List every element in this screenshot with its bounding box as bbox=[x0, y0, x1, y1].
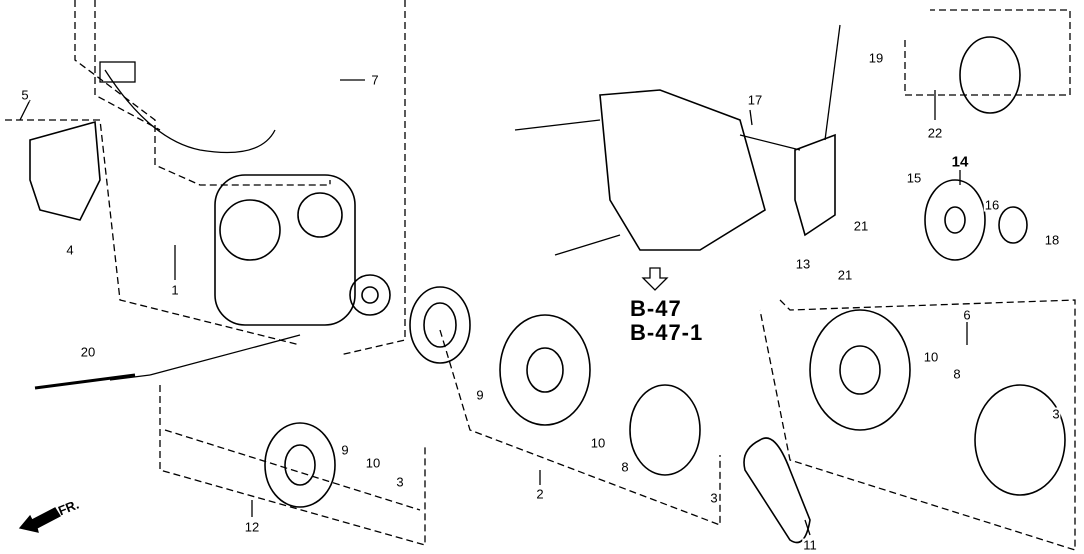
callout-8: 8 bbox=[952, 366, 962, 382]
callout-7: 7 bbox=[370, 72, 380, 88]
cover-part bbox=[29, 120, 101, 221]
arrow-icon bbox=[641, 267, 669, 291]
callout-4: 4 bbox=[65, 242, 75, 258]
reference-b47[interactable]: B-47 bbox=[630, 296, 682, 321]
callout-8: 8 bbox=[620, 459, 630, 475]
callout-11: 11 bbox=[802, 537, 818, 553]
callout-3: 3 bbox=[709, 490, 719, 506]
callout-22: 22 bbox=[926, 125, 944, 141]
callout-10: 10 bbox=[922, 349, 940, 365]
callout-12: 12 bbox=[243, 519, 261, 535]
callout-5: 5 bbox=[20, 87, 30, 103]
group-frames bbox=[5, 0, 1076, 551]
callout-14: 14 bbox=[950, 153, 970, 171]
callout-13: 13 bbox=[794, 256, 812, 272]
callout-21: 21 bbox=[852, 218, 870, 234]
long-bolt bbox=[34, 373, 136, 390]
callout-17: 17 bbox=[746, 92, 764, 108]
compressor bbox=[214, 174, 391, 326]
callout-15: 15 bbox=[905, 170, 923, 186]
callout-3: 3 bbox=[1051, 406, 1061, 422]
callout-20: 20 bbox=[79, 344, 97, 360]
reference-b47-1[interactable]: B-47-1 bbox=[630, 320, 704, 345]
callout-6: 6 bbox=[962, 307, 972, 323]
callout-10: 10 bbox=[589, 435, 607, 451]
front-arrow-icon bbox=[18, 507, 61, 533]
leader-lines bbox=[19, 79, 968, 536]
callout-9: 9 bbox=[475, 387, 485, 403]
callout-19: 19 bbox=[867, 50, 885, 66]
wire-harness bbox=[104, 69, 276, 154]
callout-3: 3 bbox=[395, 474, 405, 490]
callout-2: 2 bbox=[535, 486, 545, 502]
callout-16: 16 bbox=[983, 197, 1001, 213]
callout-21: 21 bbox=[836, 267, 854, 283]
mounting-bracket bbox=[599, 89, 766, 251]
drive-belt bbox=[743, 437, 811, 544]
callout-9: 9 bbox=[340, 442, 350, 458]
pulleys bbox=[34, 36, 1066, 544]
connector-part bbox=[99, 61, 136, 83]
callout-10: 10 bbox=[364, 455, 382, 471]
callout-18: 18 bbox=[1043, 232, 1061, 248]
callout-1: 1 bbox=[170, 282, 180, 298]
